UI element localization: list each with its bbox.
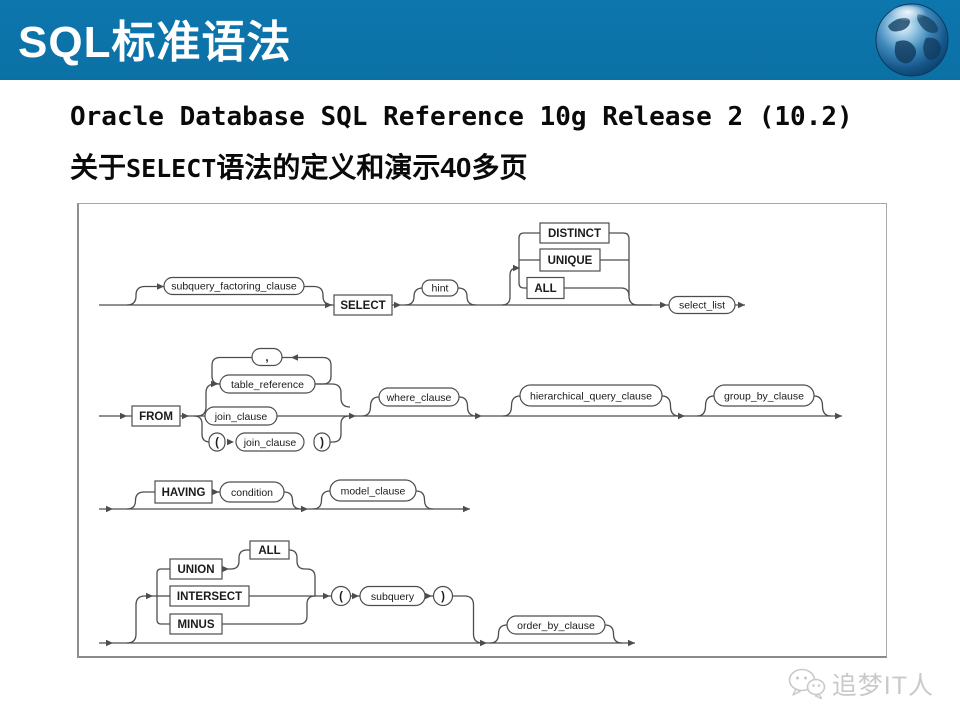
svg-text:hierarchical_query_clause: hierarchical_query_clause: [530, 391, 652, 403]
svg-text:HAVING: HAVING: [162, 487, 206, 499]
svg-text:UNION: UNION: [177, 564, 214, 576]
svg-text:): ): [441, 591, 445, 603]
svg-text:model_clause: model_clause: [341, 486, 406, 498]
row3-paths: [99, 490, 470, 510]
svg-text:INTERSECT: INTERSECT: [177, 591, 242, 603]
row4-paths: [99, 549, 635, 644]
svg-text:FROM: FROM: [139, 411, 173, 423]
svg-text:subquery_factoring_clause: subquery_factoring_clause: [171, 281, 297, 293]
node-paren-open: (: [208, 432, 226, 452]
subtitle-select-keyword: SELECT: [126, 154, 217, 183]
node-hierarchical-query-clause: hierarchical_query_clause: [519, 384, 663, 407]
svg-text:(: (: [339, 591, 343, 603]
svg-text:MINUS: MINUS: [177, 619, 214, 631]
node-select-list: select_list: [668, 295, 736, 315]
svg-text:ALL: ALL: [258, 545, 280, 557]
svg-text:hint: hint: [432, 283, 449, 295]
node-distinct-keyword: DISTINCT: [539, 222, 610, 244]
node-select-keyword: SELECT: [333, 294, 393, 316]
subtitle: 关于SELECT语法的定义和演示40多页: [70, 146, 527, 186]
node-subquery-factoring-clause: subquery_factoring_clause: [163, 276, 305, 296]
globe-icon: [875, 3, 949, 77]
svg-text:table_reference: table_reference: [231, 379, 304, 391]
node-unique-keyword: UNIQUE: [539, 248, 601, 272]
node-union-keyword: UNION: [169, 558, 223, 580]
node-hint: hint: [421, 279, 459, 297]
watermark-text: 追梦IT人: [831, 672, 934, 700]
node-having-keyword: HAVING: [154, 480, 213, 504]
svg-text:join_clause: join_clause: [214, 411, 268, 423]
node-all-keyword: ALL: [526, 276, 565, 300]
reference-title: Oracle Database SQL Reference 10g Releas…: [70, 102, 853, 132]
node-join-clause: join_clause: [204, 406, 278, 426]
wechat-icon: [788, 668, 826, 700]
node-order-by-clause: order_by_clause: [506, 615, 606, 635]
node-paren-close: ): [313, 432, 331, 452]
svg-text:condition: condition: [231, 487, 273, 499]
svg-text:ALL: ALL: [534, 283, 556, 295]
node-group-by-clause: group_by_clause: [713, 384, 815, 407]
svg-text:UNIQUE: UNIQUE: [548, 255, 593, 267]
watermark: 追梦IT人: [788, 666, 934, 702]
svg-text:where_clause: where_clause: [386, 392, 452, 404]
node-minus-keyword: MINUS: [169, 613, 223, 635]
node-subquery-paren-close: ): [432, 585, 454, 607]
row1-paths: [99, 232, 745, 306]
svg-text:join_clause: join_clause: [243, 437, 297, 449]
slide-title: SQL标准语法: [18, 18, 292, 67]
syntax-diagram-image: subquery_factoring_clause SELECT hint DI…: [77, 203, 887, 658]
svg-text:,: ,: [265, 352, 268, 364]
node-comma: ,: [251, 347, 283, 367]
node-table-reference: table_reference: [219, 374, 316, 394]
subtitle-prefix: 关于: [70, 152, 127, 183]
select-syntax-railroad: subquery_factoring_clause SELECT hint DI…: [99, 222, 842, 647]
svg-text:select_list: select_list: [679, 300, 725, 312]
node-model-clause: model_clause: [329, 479, 417, 502]
svg-text:SELECT: SELECT: [340, 300, 385, 312]
node-subquery: subquery: [359, 585, 426, 607]
node-join-clause-2: join_clause: [235, 432, 305, 452]
svg-text:group_by_clause: group_by_clause: [724, 391, 804, 403]
node-where-clause: where_clause: [378, 387, 460, 407]
node-from-keyword: FROM: [131, 405, 181, 427]
svg-text:DISTINCT: DISTINCT: [548, 228, 601, 240]
slide-header: SQL标准语法: [0, 0, 960, 80]
node-condition: condition: [219, 481, 285, 503]
row2-paths: [99, 356, 842, 443]
svg-text:order_by_clause: order_by_clause: [517, 620, 595, 632]
node-intersect-keyword: INTERSECT: [169, 585, 250, 607]
svg-text:(: (: [215, 437, 219, 449]
node-subquery-paren-open: (: [330, 585, 352, 607]
svg-text:subquery: subquery: [371, 591, 415, 603]
subtitle-suffix: 语法的定义和演示40多页: [216, 152, 528, 183]
node-union-all-keyword: ALL: [249, 540, 290, 560]
svg-text:): ): [320, 437, 324, 449]
